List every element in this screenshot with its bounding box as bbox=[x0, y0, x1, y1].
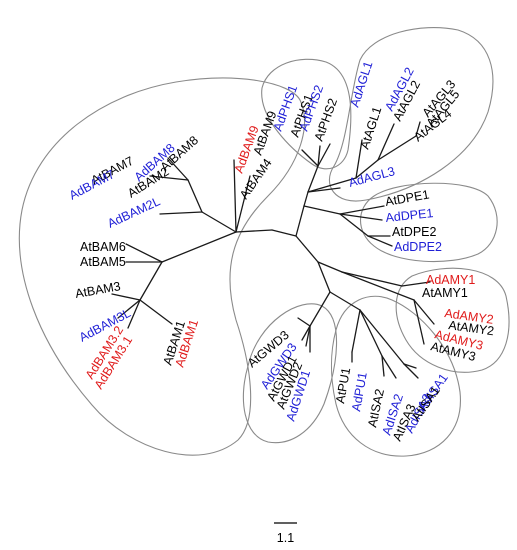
branch bbox=[339, 205, 385, 215]
branch bbox=[359, 309, 405, 365]
branch bbox=[305, 325, 311, 347]
branch bbox=[317, 261, 343, 273]
leaf-label: AtAGL1 bbox=[358, 105, 385, 151]
branch bbox=[339, 213, 369, 237]
branch bbox=[271, 229, 297, 237]
branch bbox=[309, 291, 331, 327]
clade-outline-isa bbox=[331, 295, 461, 457]
clade-outline-agl bbox=[328, 27, 494, 202]
branch bbox=[351, 309, 361, 353]
clade-outline-phs bbox=[261, 58, 352, 170]
branch bbox=[403, 363, 419, 379]
branch bbox=[233, 159, 237, 233]
clade-outlines bbox=[18, 27, 510, 457]
branch bbox=[117, 299, 141, 319]
branch bbox=[235, 175, 251, 233]
branch bbox=[355, 159, 379, 179]
branch bbox=[367, 235, 393, 247]
branch bbox=[167, 157, 189, 181]
clade-outline-amy bbox=[395, 267, 510, 373]
branch bbox=[377, 123, 395, 161]
branch bbox=[125, 243, 163, 263]
branch bbox=[317, 261, 331, 293]
branch bbox=[187, 179, 203, 213]
branch bbox=[381, 355, 397, 379]
branch bbox=[307, 187, 341, 193]
tree-branches bbox=[111, 121, 435, 379]
branch bbox=[307, 165, 319, 193]
branch bbox=[201, 211, 237, 233]
branch bbox=[139, 261, 163, 301]
branch bbox=[297, 317, 311, 327]
branch bbox=[235, 229, 273, 233]
branch bbox=[301, 149, 319, 167]
scale-bar-label: 1.1 bbox=[277, 531, 294, 545]
branch bbox=[303, 205, 341, 215]
branch bbox=[317, 143, 331, 167]
branch bbox=[111, 293, 141, 301]
branch bbox=[159, 211, 203, 215]
branch bbox=[341, 271, 403, 287]
branch bbox=[295, 205, 305, 237]
branch bbox=[413, 299, 425, 345]
leaf-label: AdAGL3 bbox=[347, 164, 396, 190]
branch bbox=[317, 145, 321, 167]
leaf-label: AdAMY2 bbox=[444, 306, 495, 327]
branch bbox=[377, 135, 417, 161]
branch bbox=[303, 191, 309, 207]
branch bbox=[329, 291, 361, 311]
branch bbox=[301, 325, 311, 341]
branch bbox=[415, 121, 421, 137]
branch bbox=[127, 299, 141, 329]
branch bbox=[413, 299, 435, 325]
branch bbox=[341, 271, 415, 301]
leaf-label: AtBAM5 bbox=[80, 255, 126, 269]
leaf-label: AdPU1 bbox=[349, 371, 370, 412]
leaf-label: AdAMY1 bbox=[426, 273, 475, 287]
branch bbox=[359, 309, 383, 357]
leaf-label: AtPU1 bbox=[333, 366, 353, 404]
branch bbox=[339, 213, 383, 221]
branch bbox=[401, 281, 431, 287]
branch bbox=[355, 139, 363, 179]
leaf-label: AtAMY2 bbox=[448, 318, 495, 338]
leaf-label: AtBAM6 bbox=[80, 240, 126, 254]
branch bbox=[307, 177, 357, 193]
leaf-label: AdDPE2 bbox=[394, 240, 442, 254]
branch bbox=[139, 299, 173, 325]
branch bbox=[149, 175, 189, 181]
clade-outline-gwd bbox=[242, 303, 338, 444]
branch bbox=[161, 231, 237, 263]
branch bbox=[295, 235, 319, 263]
leaf-label: AtDPE1 bbox=[384, 187, 430, 209]
leaf-label: AtBAM3 bbox=[74, 279, 122, 301]
leaf-label: AtDPE2 bbox=[392, 225, 437, 239]
clade-outline-bam bbox=[18, 77, 306, 456]
scale-bar: 1.1 bbox=[274, 522, 297, 545]
leaf-label: AdAGL1 bbox=[348, 60, 376, 109]
leaf-labels: AtBAM7 AdBAM7 AtBAM8 AdBAM8 AtBAM2 AdBAM… bbox=[67, 60, 495, 444]
leaf-label: AtAMY1 bbox=[422, 286, 468, 300]
leaf-label: AdDPE1 bbox=[385, 206, 434, 225]
branch bbox=[403, 363, 417, 369]
leaf-label: AdBAM7 bbox=[67, 167, 117, 203]
clade-outline-dpe bbox=[360, 182, 498, 263]
branch bbox=[381, 355, 385, 377]
